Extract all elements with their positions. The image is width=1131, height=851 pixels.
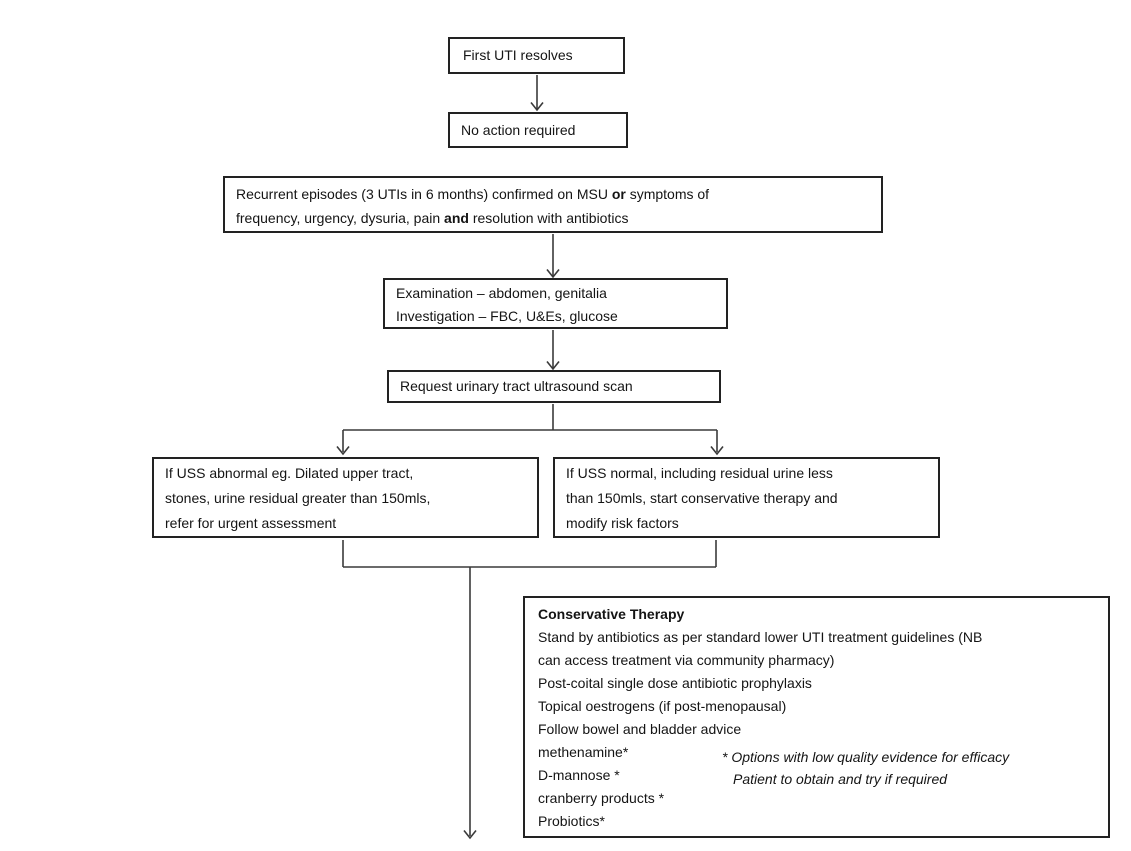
therapy-item-starred: Probiotics* xyxy=(538,813,605,829)
therapy-item: Post-coital single dose antibiotic proph… xyxy=(538,675,812,691)
arrow-first-to-noaction xyxy=(530,75,544,112)
footnote-line: * Options with low quality evidence for … xyxy=(722,749,1010,765)
therapy-item-starred: methenamine* xyxy=(538,744,629,760)
box-text-line: Recurrent episodes (3 UTIs in 6 months) … xyxy=(236,186,710,202)
footnote-text: * Options with low quality evidence for … xyxy=(722,746,1009,790)
box-text: Request urinary tract ultrasound scan xyxy=(400,378,633,394)
box-uss-normal: If USS normal, including residual urine … xyxy=(553,457,940,538)
arrow-recurrent-to-examination xyxy=(546,234,560,279)
branch-request-to-uss-boxes xyxy=(336,404,724,456)
box-text-line: Investigation – FBC, U&Es, glucose xyxy=(396,308,618,324)
box-conservative-therapy: Conservative Therapy Stand by antibiotic… xyxy=(523,596,1110,838)
box-text: First UTI resolves xyxy=(463,47,573,63)
box-text-line: If USS normal, including residual urine … xyxy=(566,465,833,481)
therapy-item: Topical oestrogens (if post-menopausal) xyxy=(538,698,787,714)
box-request-ultrasound: Request urinary tract ultrasound scan xyxy=(387,370,721,403)
box-no-action-required: No action required xyxy=(448,112,628,148)
box-text-line: refer for urgent assessment xyxy=(165,515,337,531)
therapy-item-starred: cranberry products * xyxy=(538,790,665,806)
box-examination-investigation: Examination – abdomen, genitalia Investi… xyxy=(383,278,728,329)
therapy-item: Stand by antibiotics as per standard low… xyxy=(538,629,983,645)
box-text-line: modify risk factors xyxy=(566,515,679,531)
box-text-line: than 150mls, start conservative therapy … xyxy=(566,490,838,506)
box-text: No action required xyxy=(461,121,576,138)
merge-uss-to-down-arrow xyxy=(342,540,717,840)
box-text-line: stones, urine residual greater than 150m… xyxy=(165,490,431,506)
box-recurrent-episodes: Recurrent episodes (3 UTIs in 6 months) … xyxy=(223,176,883,233)
box-text-line: Examination – abdomen, genitalia xyxy=(396,285,607,301)
box-uss-abnormal: If USS abnormal eg. Dilated upper tract,… xyxy=(152,457,539,538)
therapy-item: Follow bowel and bladder advice xyxy=(538,721,742,737)
footnote-line: Patient to obtain and try if required xyxy=(733,771,948,787)
arrow-examination-to-request xyxy=(546,330,560,371)
therapy-item-starred: D-mannose * xyxy=(538,767,620,783)
box-text-line: If USS abnormal eg. Dilated upper tract, xyxy=(165,465,414,481)
box-first-uti-resolves: First UTI resolves xyxy=(448,37,625,74)
therapy-item: can access treatment via community pharm… xyxy=(538,652,835,668)
conservative-therapy-title: Conservative Therapy xyxy=(538,606,685,622)
box-text-line: frequency, urgency, dysuria, pain and re… xyxy=(236,210,629,226)
